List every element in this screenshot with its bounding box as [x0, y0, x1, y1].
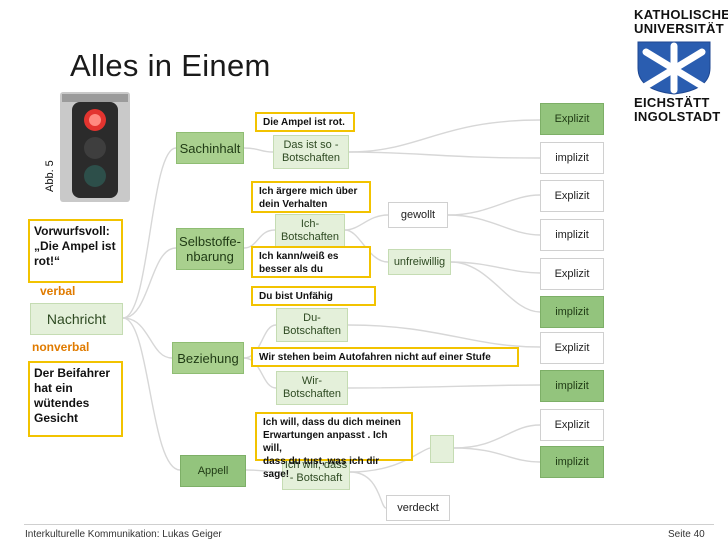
- footer-page-number: Seite 40: [668, 529, 705, 540]
- university-logo: KATHOLISCHE UNIVERSITÄT EICHSTÄTT INGOLS…: [634, 7, 728, 126]
- node-r5-explizit: Explizit: [540, 258, 604, 290]
- node-r7-explizit: Explizit: [540, 332, 604, 364]
- node-wir-botschaften: Wir- Botschaften: [276, 371, 348, 405]
- footer-left: Interkulturelle Kommunikation: Lukas Gei…: [25, 529, 222, 540]
- node-gewollt: gewollt: [388, 202, 448, 228]
- callout-aergere: Ich ärgere mich über dein Verhalten: [251, 181, 371, 213]
- footer-divider: [24, 524, 714, 525]
- logo-line-3: EICHSTÄTT: [634, 95, 710, 110]
- logo-line-4: INGOLSTADT: [634, 109, 721, 124]
- node-sachinhalt: Sachinhalt: [176, 132, 244, 164]
- callout-ich-will: Ich will, dass du dich meinen Erwartunge…: [255, 412, 413, 480]
- node-appell: Appell: [180, 455, 246, 487]
- node-beziehung: Beziehung: [172, 342, 244, 374]
- node-selbstoffenbarung: Selbstoffe- nbarung: [176, 228, 244, 270]
- callout-vorwurfsvoll: Vorwurfsvoll: „Die Ampel ist rot!“: [28, 219, 123, 283]
- node-r9-explizit: Explizit: [540, 409, 604, 441]
- node-r3-explizit: Explizit: [540, 180, 604, 212]
- node-r6-implizit: implizit: [540, 296, 604, 328]
- logo-line-2: UNIVERSITÄT: [634, 21, 724, 36]
- callout-kann-besser: Ich kann/weiß es besser als du: [251, 246, 371, 278]
- node-r4-implizit: implizit: [540, 219, 604, 251]
- node-r8-implizit: implizit: [540, 370, 604, 402]
- node-du-botschaften: Du- Botschaften: [276, 308, 348, 342]
- callout-unfaehig: Du bist Unfähig: [251, 286, 376, 306]
- node-das-ist-so: Das ist so - Botschaften: [273, 135, 349, 169]
- node-unfreiwillig: unfreiwillig: [388, 249, 451, 275]
- node-verdeckt: verdeckt: [386, 495, 450, 521]
- node-r2-implizit: implizit: [540, 142, 604, 174]
- node-ich-botschaften: Ich- Botschaften: [275, 214, 345, 248]
- traffic-light-image: [60, 92, 130, 202]
- logo-line-1: KATHOLISCHE: [634, 7, 728, 22]
- label-verbal: verbal: [40, 284, 76, 298]
- callout-ampel-rot: Die Ampel ist rot.: [255, 112, 355, 132]
- callout-wir: Wir stehen beim Autofahren nicht auf ein…: [251, 347, 519, 367]
- callout-beifahrer: Der Beifahrer hat ein wütendes Gesicht: [28, 361, 123, 437]
- label-nonverbal: nonverbal: [32, 340, 90, 354]
- shield-icon: [637, 41, 711, 95]
- node-r1-explizit: Explizit: [540, 103, 604, 135]
- node-nachricht: Nachricht: [30, 303, 123, 335]
- node-hidden-green: [430, 435, 454, 463]
- page-title: Alles in Einem: [70, 48, 271, 83]
- node-r10-implizit: implizit: [540, 446, 604, 478]
